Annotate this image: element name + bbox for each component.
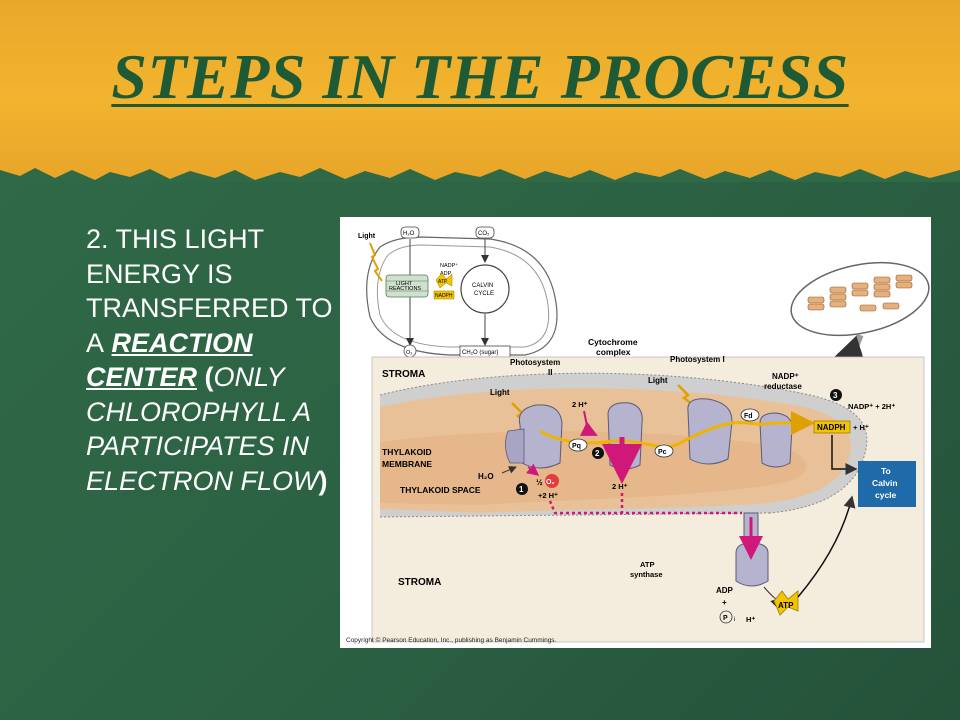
- calvin-box-line2: Calvin: [872, 478, 898, 488]
- proton-gradient-path-1: [548, 500, 742, 515]
- title-banner-background: [0, 0, 960, 182]
- overview-h2o-label: H₂O: [403, 231, 415, 237]
- overview-light-reactions: LIGHT REACTIONS: [385, 274, 429, 298]
- stroma-bottom-label: STROMA: [398, 577, 441, 588]
- proton-pump-in-arrow: [579, 410, 598, 436]
- light-label-2: Light: [648, 376, 668, 385]
- step-1-label: 1: [519, 485, 524, 494]
- light-reactions-line1: LIGHT: [396, 281, 413, 287]
- fd-label: Fd: [744, 413, 753, 420]
- h2o-label: H₂O: [478, 472, 494, 481]
- paren-open: (: [204, 362, 214, 392]
- body-lead: This light energy is transferred to a: [86, 224, 333, 358]
- atp-synthase-label-1: ATP: [640, 560, 654, 569]
- calvin-box-line1: To: [881, 466, 891, 476]
- overview-calvin-circle: [460, 264, 510, 314]
- pq-carrier: [568, 438, 588, 452]
- o2-label: O₂: [546, 479, 555, 486]
- step-1-marker: [516, 483, 528, 495]
- nadp-plus-label: NADP⁺ + 2H⁺: [848, 402, 895, 411]
- calvin-line1: CALVIN: [472, 283, 493, 289]
- cytochrome-label-2: complex: [596, 347, 631, 357]
- nadp-reductase-protein: [759, 412, 793, 468]
- plus-label: +: [722, 598, 727, 607]
- overview-inset: Light H₂O CO₂ LIGHT REACTIONS CALVIN CYC…: [358, 226, 558, 358]
- electron-transport-path: [539, 411, 815, 449]
- atp-to-calvin-arrow: [797, 495, 856, 598]
- two-h-mid-label: 2 H⁺: [612, 482, 628, 491]
- step-2-label: 2: [595, 449, 600, 458]
- adp-label: ADP: [716, 586, 734, 595]
- chloroplast-sketch: [790, 261, 930, 390]
- pc-carrier: [654, 444, 674, 458]
- pc-label: Pc: [658, 449, 667, 456]
- atp-burst: [773, 590, 799, 616]
- copyright-text: Copyright © Pearson Education, Inc., pub…: [346, 636, 557, 644]
- nadph-to-calvin-arrow: [831, 435, 858, 475]
- nadph-box: [813, 420, 851, 434]
- h-plus-right-label: + H⁺: [853, 423, 869, 432]
- thylakoid-panel: STROMA STROMA THYLAKOID MEMBRANE THYLAKO…: [371, 337, 925, 643]
- overview-light-bolt: [369, 242, 383, 282]
- nadp-reductase-label-2: reductase: [764, 382, 802, 391]
- photosystem2-label-2: II: [548, 368, 552, 377]
- pq-label: Pq: [572, 443, 581, 450]
- slide-body-text: 2. This light energy is transferred to a…: [86, 222, 336, 498]
- overview-adp: ADP: [440, 271, 452, 277]
- light-reactions-line2: REACTIONS: [389, 286, 421, 292]
- calvin-cycle-box: [858, 461, 916, 507]
- thylakoid-membrane-label-1: THYLAKOID: [382, 447, 432, 457]
- oxygen-release-arrow: [526, 463, 540, 476]
- fd-carrier: [740, 408, 760, 422]
- overview-atp-burst: [435, 272, 453, 289]
- light-label-1: Light: [490, 388, 510, 397]
- phosphate-circle: [719, 610, 733, 624]
- overview-co2-box: [475, 226, 495, 239]
- cytochrome-label-1: Cytochrome: [588, 337, 638, 347]
- nadp-reductase-label-1: NADP⁺: [772, 372, 799, 381]
- overview-sugar: CH₂O (sugar): [462, 350, 498, 356]
- slide-title: STEPS IN THE PROCESS: [111, 41, 849, 112]
- calvin-line2: CYCLE: [474, 291, 494, 297]
- photosynthesis-diagram: Light H₂O CO₂ LIGHT REACTIONS CALVIN CYC…: [340, 217, 931, 648]
- step-3-marker: [830, 389, 842, 401]
- half-label: ½: [536, 478, 543, 487]
- photosystem-i-protein: [687, 398, 733, 465]
- thylakoid-space-label: THYLAKOID SPACE: [400, 485, 481, 495]
- cytochrome-protein: [607, 402, 643, 470]
- oxygen-circle: [545, 474, 559, 488]
- overview-o2: O₂: [406, 350, 412, 356]
- thylakoid-membrane-label-2: MEMBRANE: [382, 459, 432, 469]
- overview-co2-label: CO₂: [478, 231, 490, 237]
- overview-light-label: Light: [358, 233, 376, 240]
- plus-2h-label: +2 H⁺: [538, 491, 558, 500]
- calvin-box-line3: cycle: [875, 490, 897, 500]
- light-reactions-figure: Light H₂O CO₂ LIGHT REACTIONS CALVIN CYC…: [346, 226, 930, 644]
- step-3-label: 3: [833, 391, 838, 400]
- two-h-top-label: 2 H⁺: [572, 400, 588, 409]
- pi-sub-label: i: [734, 617, 735, 623]
- water-split-arrow: [501, 466, 517, 474]
- stroma-top-label: STROMA: [382, 369, 425, 380]
- overview-nadph: NADPH: [435, 293, 453, 299]
- overview-nadph-box: [433, 290, 455, 300]
- step-2-marker: [592, 447, 604, 459]
- h-plus-bottom-label: H⁺: [746, 615, 755, 624]
- body-note: only chlorophyll a participates in elect…: [86, 362, 319, 496]
- photosystem1-label: Photosystem I: [670, 355, 725, 364]
- overview-h2o-box: [400, 226, 420, 239]
- atp-label: ATP: [778, 601, 794, 610]
- overview-nadp: NADP⁺: [440, 262, 458, 269]
- reaction-center-emphasis: reaction center: [86, 327, 253, 393]
- paren-close: ): [318, 465, 328, 496]
- overview-atp: ATP: [438, 279, 448, 285]
- atp-synthase-label-2: synthase: [630, 570, 663, 579]
- photosystem-ii-protein: [505, 404, 563, 469]
- photosystem2-label-1: Photosystem: [510, 358, 560, 367]
- step-number: 2.: [86, 224, 109, 254]
- nadph-label: NADPH: [817, 423, 846, 432]
- pi-label: P: [723, 615, 728, 622]
